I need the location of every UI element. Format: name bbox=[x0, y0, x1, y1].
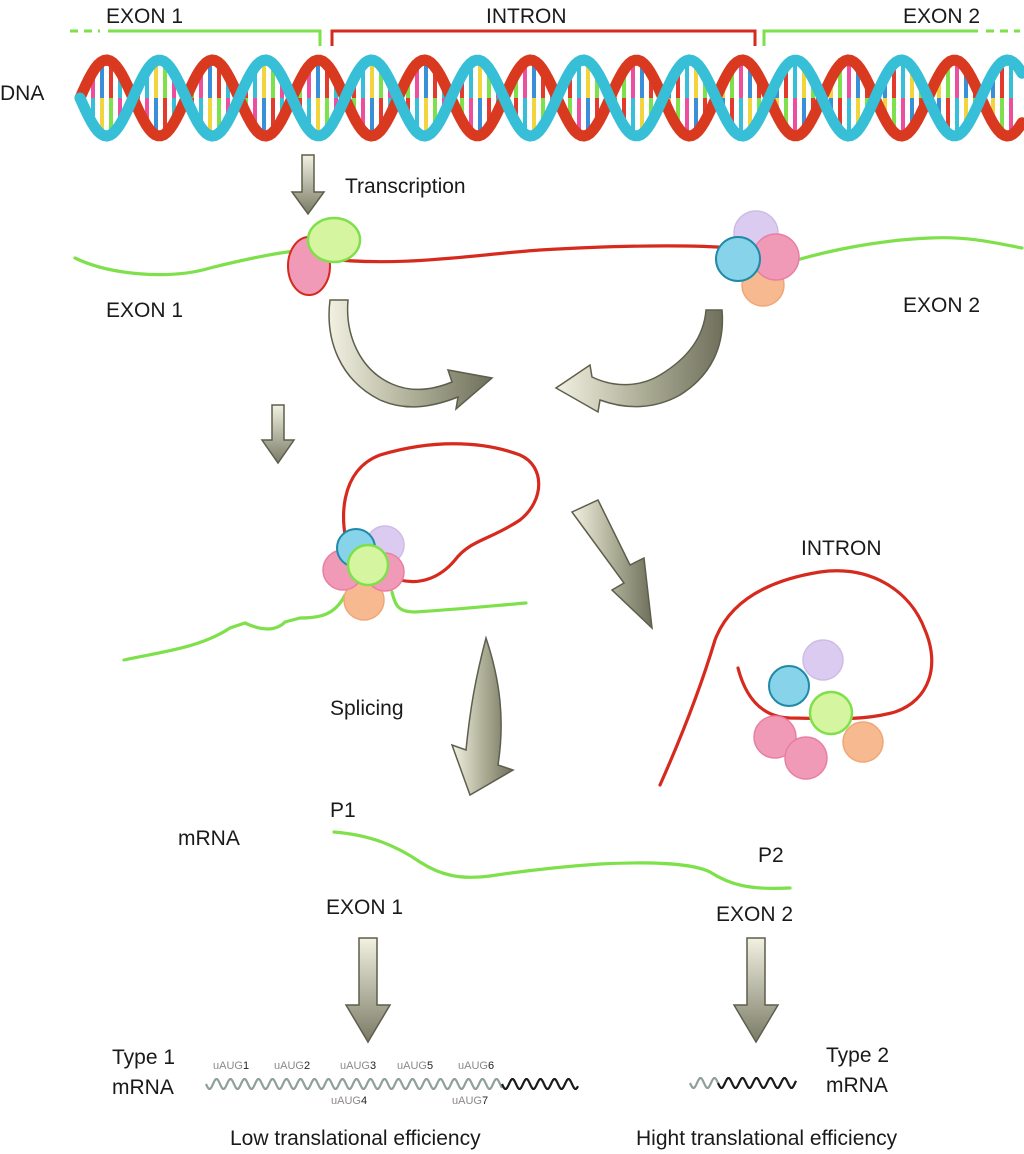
mrna-label: mRNA bbox=[178, 827, 240, 850]
curved-arrow-left bbox=[328, 299, 494, 411]
exon1-pre-label: EXON 1 bbox=[106, 299, 184, 322]
pre-mrna-particles-right bbox=[715, 210, 800, 307]
type2-mrna-wave bbox=[689, 1077, 797, 1089]
type1-mrna-wave bbox=[205, 1078, 579, 1090]
helix-strand-cyan bbox=[74, 54, 1024, 142]
uaug-marker: uAUG3 bbox=[340, 1060, 377, 1072]
type1-label-line2: mRNA bbox=[112, 1076, 174, 1099]
spliceosome-particles bbox=[322, 525, 405, 621]
exon1-bracket bbox=[70, 29, 322, 46]
dna-double-helix bbox=[74, 54, 1024, 142]
type2-label-line2: mRNA bbox=[826, 1074, 888, 1097]
transcription-arrow bbox=[290, 154, 326, 216]
exon2-bracket bbox=[762, 29, 1020, 46]
pre-mrna bbox=[73, 236, 1024, 277]
dna-label: DNA bbox=[0, 82, 45, 105]
low-efficiency-label: Low translational efficiency bbox=[230, 1127, 481, 1150]
exon1-mrna-label: EXON 1 bbox=[326, 896, 404, 919]
intron-bracket bbox=[330, 29, 757, 46]
step-down-arrow bbox=[260, 404, 296, 465]
p1-label: P1 bbox=[330, 799, 356, 822]
uaug-marker: uAUG4 bbox=[331, 1095, 368, 1107]
intron-lariat-particles bbox=[753, 639, 884, 780]
exon2-pre-label: EXON 2 bbox=[903, 294, 981, 317]
transcription-label: Transcription bbox=[345, 175, 466, 198]
uaug-marker: uAUG6 bbox=[458, 1060, 495, 1072]
mature-mrna bbox=[332, 830, 792, 890]
curved-arrow-right bbox=[554, 309, 724, 414]
pre-mrna-particles-left bbox=[287, 216, 362, 296]
spliceosome-loop bbox=[122, 442, 541, 662]
p2-label: P2 bbox=[758, 844, 784, 867]
high-efficiency-label: Hight translational efficiency bbox=[636, 1127, 898, 1150]
splicing-arrow bbox=[450, 635, 515, 797]
type2-arrow bbox=[732, 937, 780, 1044]
type2-label-line1: Type 2 bbox=[826, 1044, 890, 1067]
uaug-marker: uAUG2 bbox=[274, 1060, 311, 1072]
splicing-label: Splicing bbox=[330, 697, 404, 720]
exon1-top-label: EXON 1 bbox=[106, 5, 184, 28]
type1-label-line1: Type 1 bbox=[112, 1046, 176, 1069]
uaug-marker: uAUG1 bbox=[213, 1060, 250, 1072]
exon2-top-label: EXON 2 bbox=[903, 5, 981, 28]
exon2-mrna-label: EXON 2 bbox=[716, 903, 794, 926]
uaug-marker: uAUG7 bbox=[452, 1095, 489, 1107]
intron-top-label: INTRON bbox=[486, 5, 567, 28]
intron-lariat-label: INTRON bbox=[801, 537, 882, 560]
diagonal-arrow-to-intron bbox=[570, 499, 653, 630]
uaug-marker: uAUG5 bbox=[397, 1060, 434, 1072]
intron-lariat bbox=[658, 569, 934, 787]
type1-arrow bbox=[344, 937, 392, 1044]
